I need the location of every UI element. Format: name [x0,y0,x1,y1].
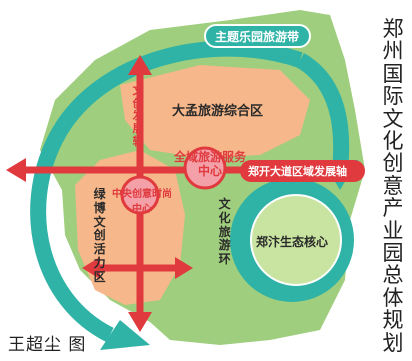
ecology-core-label: 郑汴生态核心 [256,235,329,249]
cross-arrow-left [82,257,100,279]
ecology-core-shape [250,194,342,286]
dameng-zone-label: 大孟旅游综合区 [172,104,264,119]
zhengkai-axis-label: 郑开大道区域发展轴 [248,165,347,178]
ring-label: 文化旅游环 [218,197,231,267]
fashion-center-label: 中央创意时尚中心 [112,189,172,215]
belt-label-pill [204,24,311,48]
cross-arrow-right [175,257,193,279]
fashion-center-node [120,175,160,215]
culture-axis-arrow-bottom [128,312,152,332]
theme-park-belt-arrow-right [295,53,350,171]
theme-park-belt-arc [30,40,303,343]
service-center-label: 全域旅游服务中心 [170,150,250,179]
credit-text: 王超尘 图 [8,335,87,355]
culture-axis-label: 文创发展轴 [132,84,144,148]
dameng-zone-shape [120,65,310,158]
culture-axis-arrow-top [128,55,152,75]
belt-arrowhead-bottom [100,320,150,350]
vertical-title: 郑州国际文化创意产业园总体规划 [382,17,404,355]
zhengkai-label-pill [240,160,365,182]
green-expo-zone-label: 绿博文创活力区 [93,187,106,284]
service-center-text: 全域旅游服务中心 [173,150,246,179]
zhengkai-axis-arrow-left [6,158,26,182]
service-center-node [183,146,227,190]
theme-park-belt-label: 主题乐园旅游带 [215,30,300,44]
